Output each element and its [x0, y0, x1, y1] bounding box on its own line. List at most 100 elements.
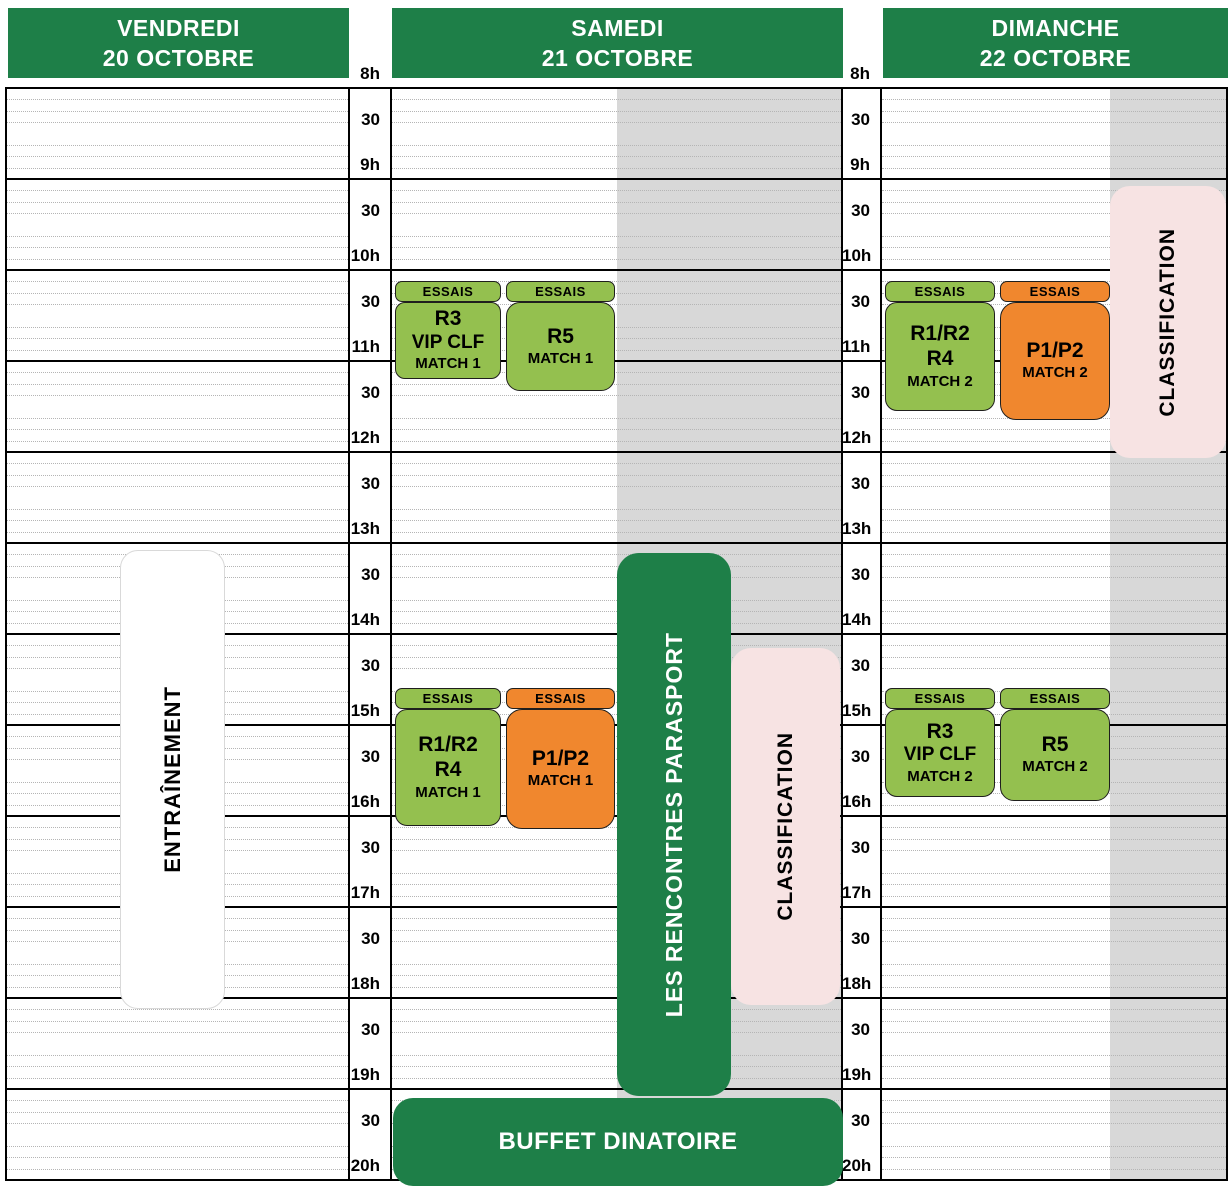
ruling-line — [392, 1077, 841, 1079]
time-label: 17h — [842, 883, 872, 902]
ruling-line — [7, 122, 348, 124]
day-name: DIMANCHE — [991, 15, 1120, 41]
ruling-line — [392, 611, 841, 613]
ruling-line — [392, 292, 841, 294]
ruling-line — [392, 850, 841, 852]
ruling-line — [7, 463, 348, 465]
ruling-line — [392, 144, 841, 146]
ruling-line — [392, 167, 841, 169]
time-label: 9h — [360, 155, 380, 174]
ruling-line — [7, 99, 348, 101]
ruling-line — [882, 963, 1226, 965]
time-label: 30 — [361, 200, 380, 220]
hour-gridline — [5, 269, 1228, 271]
ruling-line — [392, 474, 841, 476]
time-label: 30 — [851, 1019, 870, 1039]
ruling-line — [7, 258, 348, 260]
time-label: 18h — [842, 974, 872, 993]
ruling-line — [7, 235, 348, 237]
ruling-line — [7, 1077, 348, 1079]
event-line: MATCH 1 — [527, 772, 594, 790]
ruling-line — [392, 577, 841, 579]
ruling-line — [7, 247, 348, 249]
time-label: 20h — [842, 1156, 872, 1175]
ruling-line — [882, 429, 1226, 431]
ruling-line — [392, 486, 841, 488]
ruling-line — [882, 838, 1226, 840]
ruling-line — [882, 156, 1226, 158]
hour-gridline — [5, 633, 1228, 635]
time-label: 30 — [851, 746, 870, 766]
time-label: 30 — [851, 291, 870, 311]
time-label: 8h — [360, 64, 380, 83]
ruling-line — [392, 190, 841, 192]
ruling-line — [392, 110, 841, 112]
ruling-line — [392, 531, 841, 533]
ruling-line — [7, 1066, 348, 1068]
ruling-line — [392, 247, 841, 249]
ruling-line — [392, 395, 841, 397]
ruling-line — [882, 668, 1226, 670]
time-label: 30 — [361, 928, 380, 948]
time-label: 17h — [350, 883, 380, 902]
ruling-line — [7, 474, 348, 476]
ruling-line — [392, 963, 841, 965]
ruling-line — [882, 1077, 1226, 1079]
ruling-line — [882, 611, 1226, 613]
ruling-line — [392, 463, 841, 465]
time-label: 15h — [350, 701, 380, 720]
day-header-vendredi: VENDREDI 20 OCTOBRE — [8, 8, 349, 78]
hour-gridline — [5, 724, 1228, 726]
ruling-line — [392, 201, 841, 203]
event-essais-dim-r5: ESSAIS — [1000, 688, 1110, 709]
ruling-line — [882, 804, 1226, 806]
ruling-line — [882, 190, 1226, 192]
ruling-line — [7, 156, 348, 158]
ruling-line — [392, 804, 841, 806]
ruling-line — [7, 372, 348, 374]
ruling-line — [882, 508, 1226, 510]
event-label: BUFFET DINATOIRE — [498, 1128, 738, 1155]
time-label: 30 — [361, 564, 380, 584]
hour-gridline — [5, 87, 1228, 89]
event-sat-r1r2-match1: R1/R2 R4 MATCH 1 — [395, 709, 501, 826]
time-label: 13h — [350, 519, 380, 538]
ruling-line — [882, 895, 1226, 897]
event-line: MATCH 2 — [1022, 364, 1088, 382]
ruling-line — [882, 884, 1226, 886]
ruling-line — [882, 622, 1226, 624]
ruling-line — [392, 599, 841, 601]
event-entrainement: ENTRAÎNEMENT — [120, 550, 225, 1009]
event-line: R4 — [434, 758, 462, 782]
ruling-line — [392, 656, 841, 658]
ruling-line — [392, 122, 841, 124]
time-label: 30 — [361, 837, 380, 857]
ruling-line — [882, 167, 1226, 169]
ruling-line — [392, 440, 841, 442]
ruling-line — [882, 1145, 1226, 1147]
ruling-line — [392, 975, 841, 977]
ruling-line — [7, 349, 348, 351]
event-classification-dimanche: CLASSIFICATION — [1110, 186, 1226, 458]
time-label: 15h — [842, 701, 872, 720]
ruling-line — [882, 565, 1226, 567]
hour-gridline — [5, 178, 1228, 180]
time-label: 30 — [361, 473, 380, 493]
event-line: P1/P2 — [1026, 339, 1084, 363]
time-label: 30 — [851, 564, 870, 584]
ruling-line — [392, 827, 841, 829]
ruling-line — [392, 736, 841, 738]
time-label: 11h — [351, 337, 380, 356]
time-label: 20h — [350, 1156, 380, 1175]
time-label: 14h — [350, 610, 380, 629]
hour-gridline — [5, 815, 1228, 817]
hour-gridline — [5, 1088, 1228, 1090]
day-header-samedi: SAMEDI 21 OCTOBRE — [392, 8, 843, 78]
ruling-line — [882, 474, 1226, 476]
essais-label: ESSAIS — [422, 283, 474, 299]
event-dim-r5-match2: R5 MATCH 2 — [1000, 709, 1110, 801]
ruling-line — [882, 577, 1226, 579]
ruling-line — [392, 520, 841, 522]
ruling-line — [392, 872, 841, 874]
day-name: SAMEDI — [571, 15, 664, 41]
